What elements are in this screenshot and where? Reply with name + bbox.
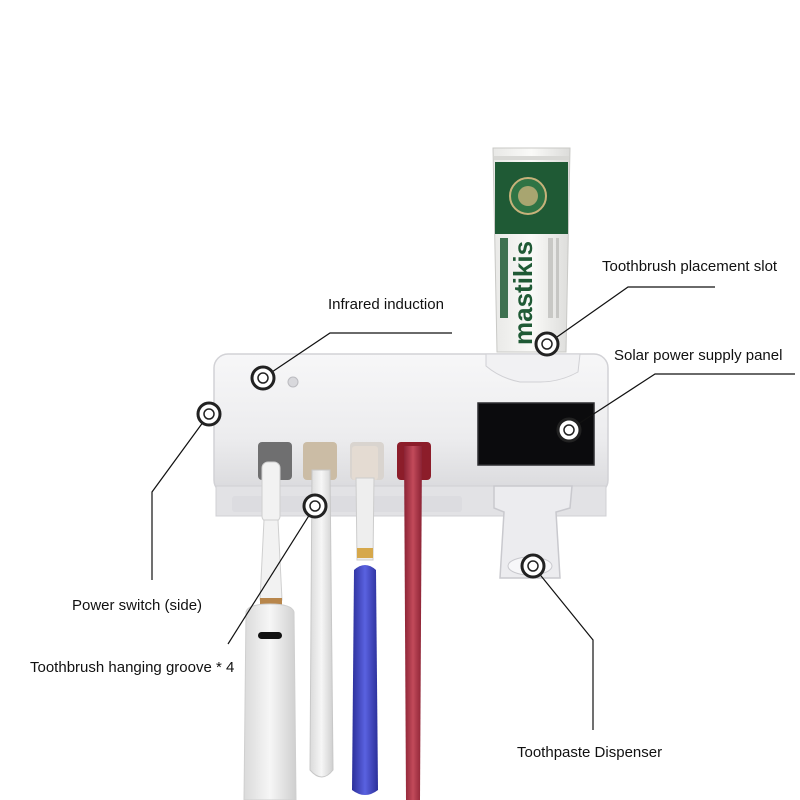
electric-brush-button (258, 632, 282, 639)
toothpaste-dispenser-body (493, 485, 573, 579)
label-solar-power-supply-panel: Solar power supply panel (614, 347, 783, 364)
label-toothbrush-hanging-groove: Toothbrush hanging groove * 4 (30, 659, 235, 676)
toothpaste-tube: mastikis (492, 147, 571, 353)
label-toothpaste-dispenser: Toothpaste Dispenser (517, 744, 663, 761)
label-toothbrush-placement-slot: Toothbrush placement slot (602, 258, 778, 275)
label-power-switch-side: Power switch (side) (72, 597, 203, 614)
label-infrared-induction: Infrared induction (328, 296, 444, 313)
toothbrush-red (404, 446, 422, 800)
marker-power-switch (196, 401, 222, 427)
electric-toothbrush (243, 461, 297, 800)
toothbrush-white (309, 469, 334, 778)
leader-dispenser (532, 565, 594, 730)
infrared-sensor (287, 376, 299, 388)
leader-hanging-groove (227, 505, 316, 645)
leader-power-switch (151, 413, 210, 580)
marker-infrared (250, 365, 276, 391)
marker-hanging-groove (302, 493, 328, 519)
leader-solar-panel (568, 373, 795, 431)
leader-placement-slot (546, 286, 715, 345)
toothbrush-blue (352, 446, 378, 795)
marker-dispenser (520, 553, 546, 579)
leader-infrared (262, 332, 452, 379)
tube-brand-text: mastikis (508, 241, 538, 345)
leader-lines (151, 286, 795, 730)
marker-placement-slot (534, 331, 560, 357)
marker-solar-panel (556, 417, 582, 443)
